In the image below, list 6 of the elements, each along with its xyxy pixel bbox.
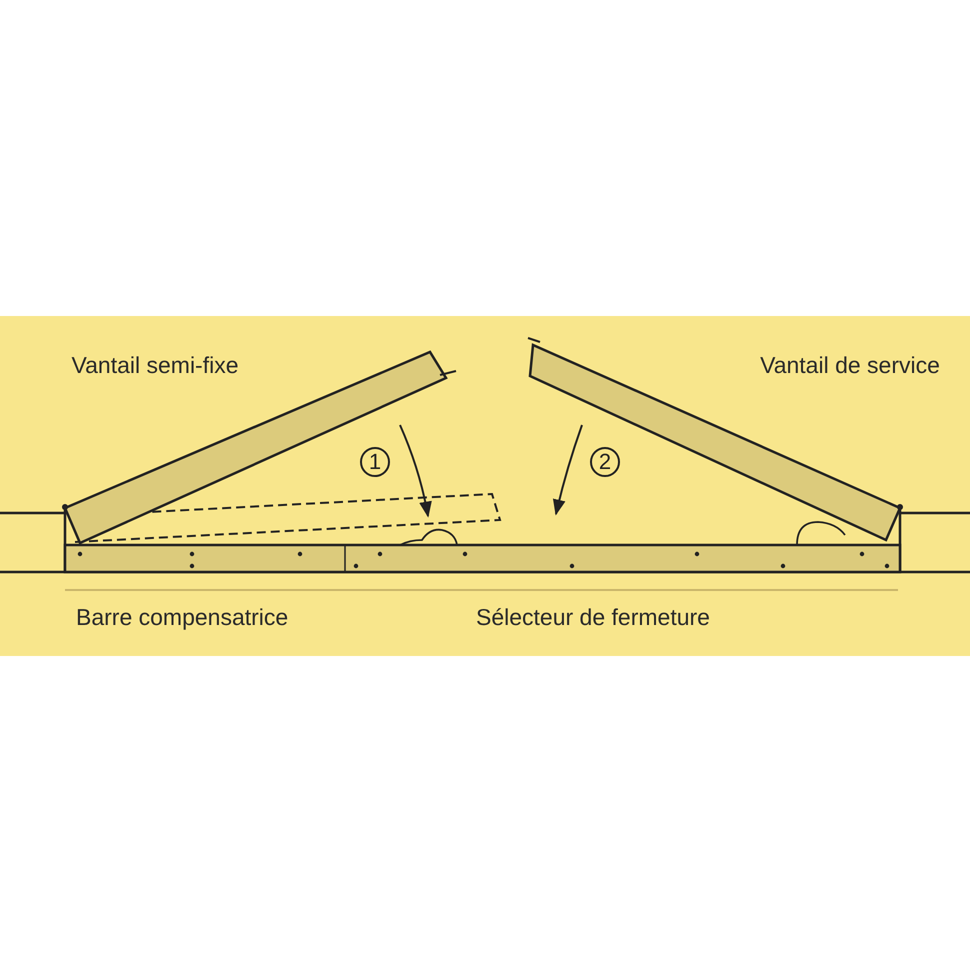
part-label: Sélecteur de fermeture — [476, 603, 711, 632]
part-label: Vantail semi-fixe — [70, 351, 240, 380]
callout-number: 2 — [590, 447, 620, 477]
callout-number: 1 — [360, 447, 390, 477]
part-label: Vantail de service — [759, 351, 941, 380]
part-label: Barre compensatrice — [76, 603, 290, 632]
